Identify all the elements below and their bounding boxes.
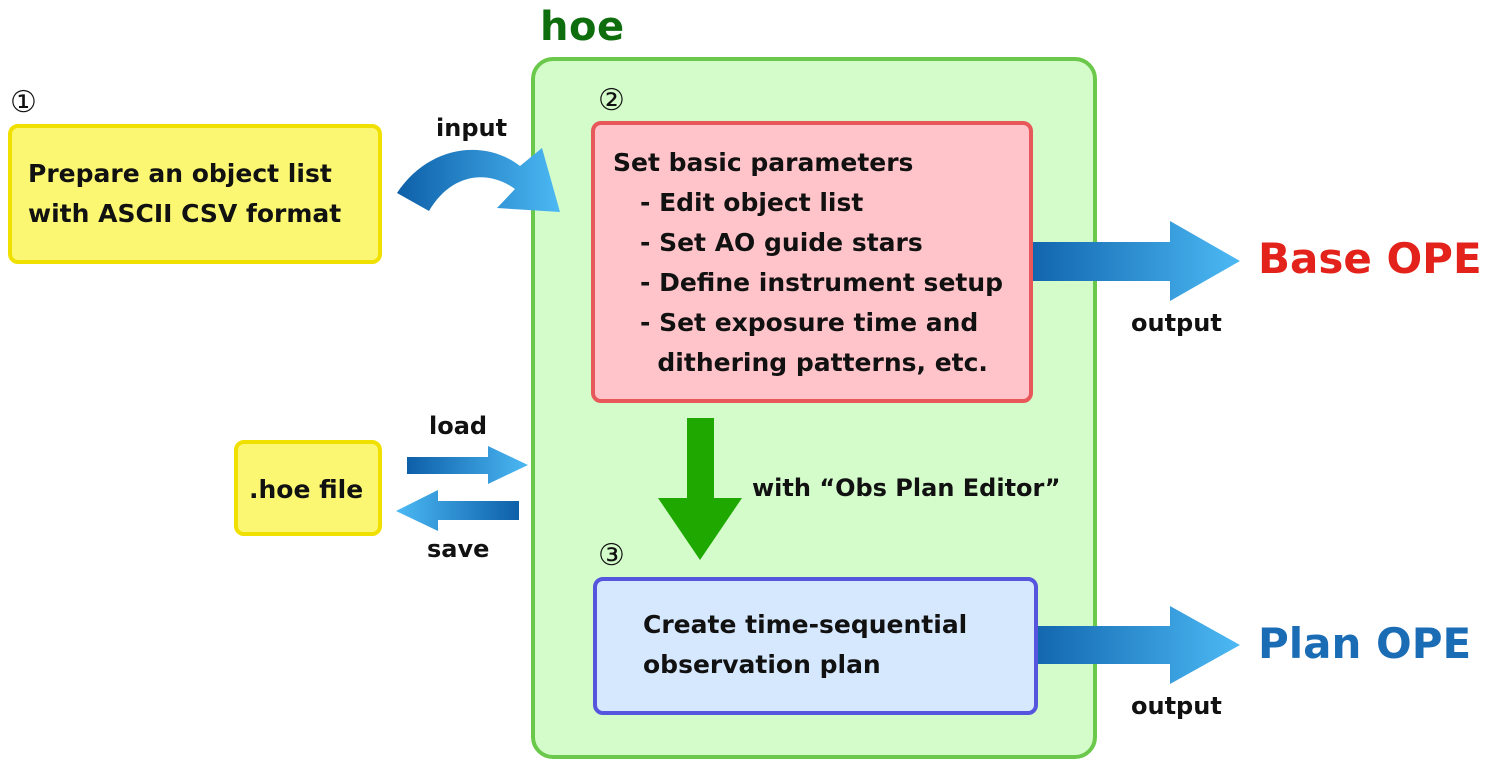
- prepare-line-1: Prepare an object list: [28, 159, 332, 188]
- plan-ope-label: Plan OPE: [1258, 619, 1472, 668]
- observation-plan-box: [593, 577, 1038, 715]
- params-list: - Edit object list - Set AO guide stars …: [640, 183, 1003, 383]
- step-number-3: ③: [598, 538, 625, 573]
- params-title: Set basic parameters: [613, 148, 914, 177]
- prepare-box-text: Prepare an object list with ASCII CSV fo…: [28, 154, 341, 234]
- step-number-2: ②: [598, 83, 625, 118]
- plan-line-1: Create time-sequential: [643, 610, 968, 639]
- plan-output-arrow-icon: [1017, 606, 1240, 684]
- hoe-file-label: .hoe file: [249, 475, 364, 504]
- hoe-title: hoe: [540, 4, 625, 50]
- load-label: load: [429, 412, 488, 440]
- params-item: - Set AO guide stars: [640, 228, 923, 257]
- plan-output-label: output: [1131, 692, 1222, 720]
- edit-down-arrow-icon: [658, 418, 742, 560]
- plan-box-text: Create time-sequential observation plan: [643, 605, 967, 685]
- obs-plan-editor-label: with “Obs Plan Editor”: [752, 474, 1061, 502]
- params-item: - Define instrument setup: [640, 268, 1004, 297]
- input-arrow-icon: [397, 148, 560, 212]
- params-item: - Set exposure time and: [640, 308, 979, 337]
- save-label: save: [427, 535, 490, 563]
- prepare-object-list-box: [8, 124, 382, 264]
- base-output-arrow-icon: [1017, 221, 1240, 301]
- input-label: input: [436, 114, 508, 142]
- plan-line-2: observation plan: [643, 650, 881, 679]
- hoe-file-box: [234, 440, 382, 536]
- base-ope-label: Base OPE: [1258, 234, 1482, 283]
- prepare-line-2: with ASCII CSV format: [28, 199, 342, 228]
- base-output-label: output: [1131, 309, 1222, 337]
- params-item: - Edit object list: [640, 188, 864, 217]
- step-number-1: ①: [10, 85, 37, 120]
- load-arrow-icon: [407, 446, 528, 484]
- params-item: dithering patterns, etc.: [640, 348, 988, 377]
- basic-parameters-box: [591, 121, 1033, 403]
- save-arrow-icon: [396, 490, 519, 531]
